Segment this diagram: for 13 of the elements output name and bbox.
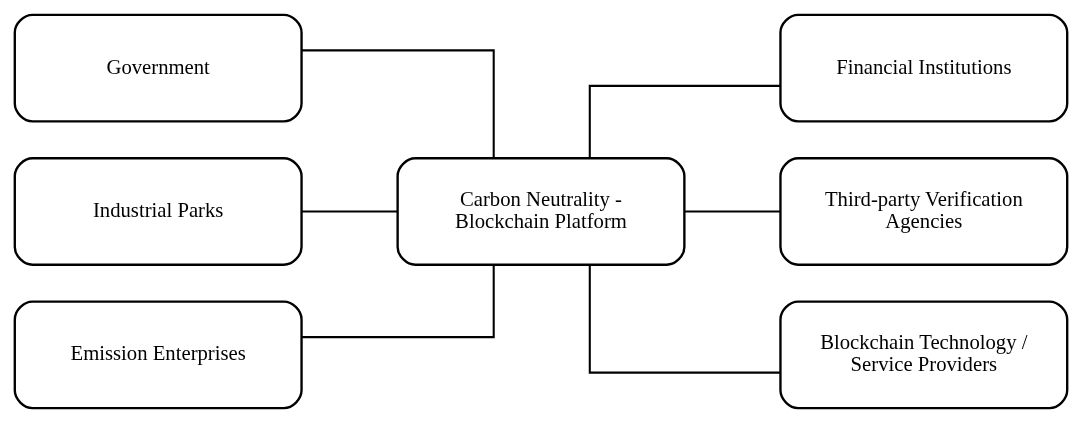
connector — [301, 49, 495, 158]
node-box: Carbon Neutrality - Blockchain Platform — [396, 157, 686, 266]
connector — [588, 84, 781, 159]
node-box: Government — [13, 13, 303, 123]
node-box: Financial Institutions — [779, 13, 1069, 123]
connector — [301, 210, 398, 213]
connector — [588, 265, 781, 374]
node-box: Third-party Verification Agencies — [779, 157, 1069, 266]
connector — [301, 264, 495, 339]
node-box: Industrial Parks — [13, 157, 303, 266]
node-box: Blockchain Technology / Service Providers — [779, 300, 1069, 410]
node-box: Emission Enterprises — [13, 300, 303, 410]
connector — [684, 210, 780, 213]
